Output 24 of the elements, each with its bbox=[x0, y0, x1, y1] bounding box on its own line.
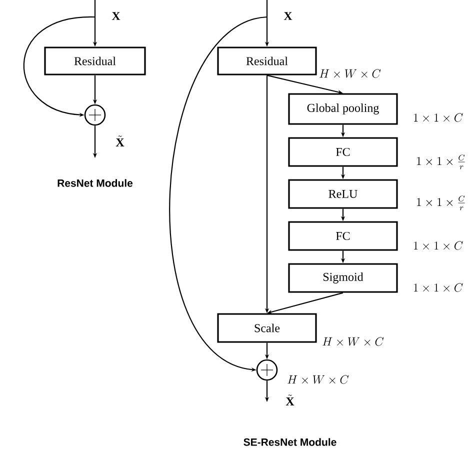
input-label: $\mathbf{X}$ bbox=[284, 12, 292, 20]
process-box: FC bbox=[288, 221, 398, 251]
dimension-label: $H\times W\times C$ bbox=[288, 375, 349, 384]
sum-circle bbox=[256, 359, 278, 381]
output-label: $\tilde{\mathbf{X}}$ bbox=[116, 136, 124, 146]
module-title: ResNet Module bbox=[58, 179, 133, 187]
dimension-label: $1\times 1\times \frac{C}{r}$ bbox=[417, 196, 465, 210]
dimension-label: $H\times W\times C$ bbox=[322, 337, 384, 346]
dimension-label: $1\times 1\times C$ bbox=[414, 113, 463, 122]
dimension-label: $1\times 1\times \frac{C}{r}$ bbox=[417, 154, 465, 170]
dimension-label: $H\times W\times C$ bbox=[320, 69, 381, 78]
dimension-label: $1\times 1\times C$ bbox=[414, 283, 463, 292]
process-box: ReLU bbox=[288, 179, 398, 209]
process-box: Scale bbox=[217, 313, 317, 343]
process-box: Global pooling bbox=[288, 93, 398, 125]
process-box: Residual bbox=[217, 46, 317, 76]
dimension-label: $1\times 1\times C$ bbox=[414, 241, 463, 250]
sum-circle bbox=[84, 104, 106, 126]
process-box: Sigmoid bbox=[288, 263, 398, 293]
process-box: FC bbox=[288, 137, 398, 167]
module-title: SE-ResNet Module bbox=[244, 438, 336, 446]
output-label: $\tilde{\mathbf{X}}$ bbox=[286, 394, 294, 406]
input-label: $\mathbf{X}$ bbox=[112, 12, 120, 20]
process-box: Residual bbox=[44, 46, 146, 76]
